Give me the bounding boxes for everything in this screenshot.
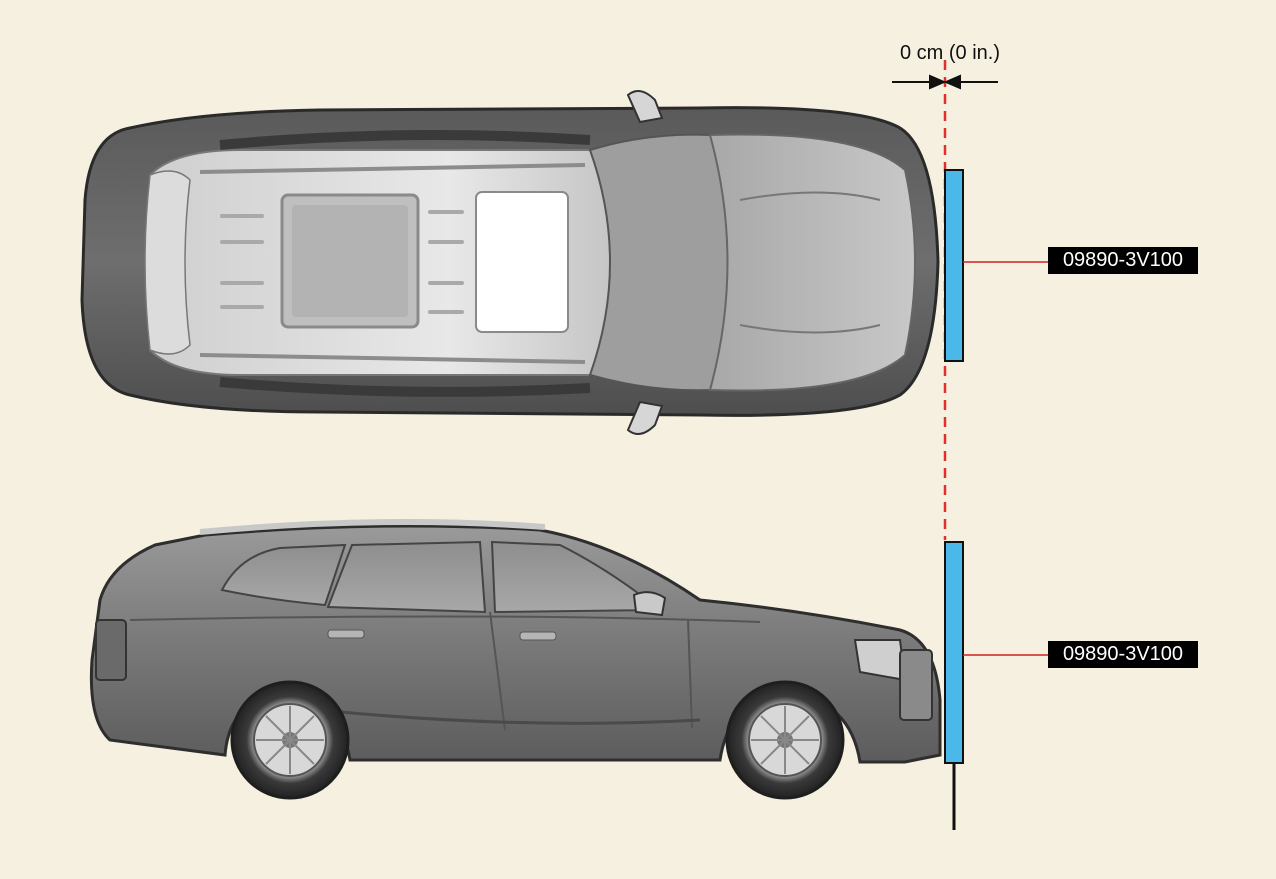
dimension-arrows xyxy=(892,74,998,90)
tool-label-top: 09890-3V100 xyxy=(1048,247,1198,274)
dimension-text: 0 cm (0 in.) xyxy=(900,42,1001,64)
car-top-view xyxy=(80,90,940,435)
reflector-top xyxy=(944,169,964,362)
tool-label-side: 09890-3V100 xyxy=(1048,641,1198,668)
reflector-side xyxy=(944,541,964,764)
car-side-view xyxy=(89,519,942,800)
